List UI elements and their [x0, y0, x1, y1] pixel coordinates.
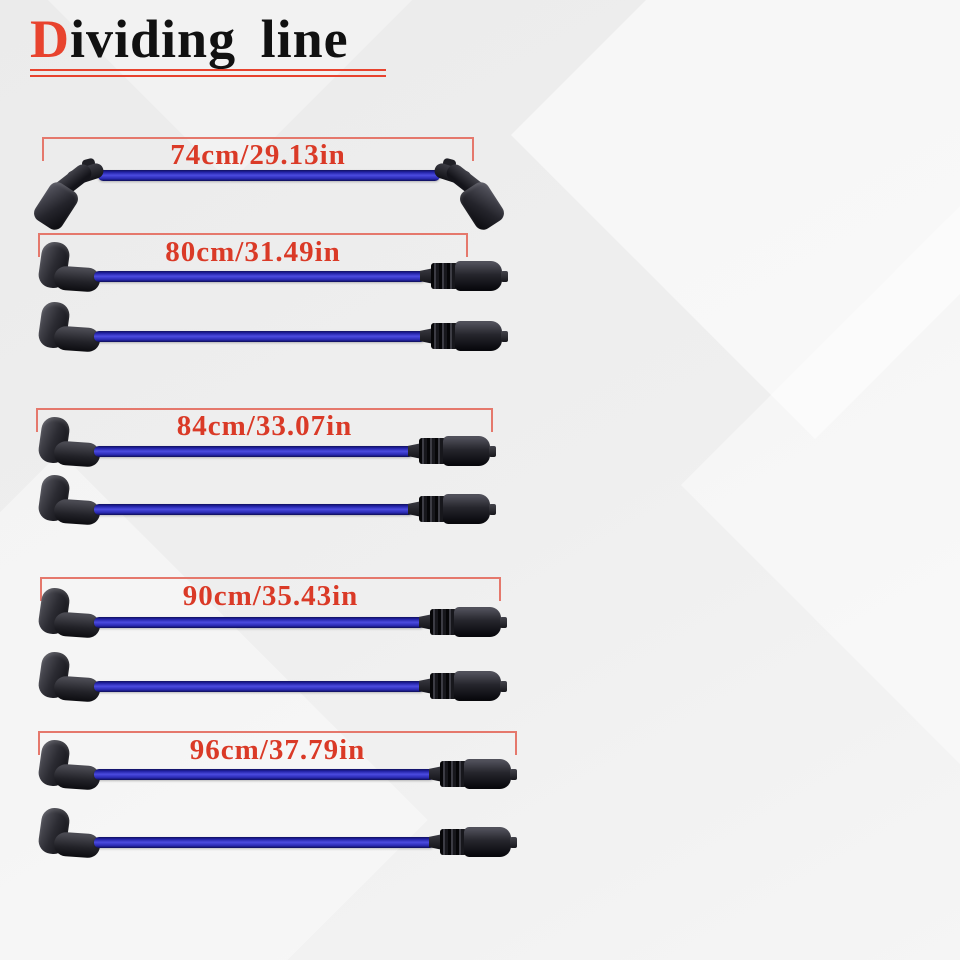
connector-taper: [420, 268, 434, 284]
connector-taper: [419, 614, 433, 630]
title-underline: [30, 69, 386, 77]
right-connector: [408, 435, 498, 467]
right-angled-boot: [420, 157, 508, 234]
wire-cable: [94, 331, 426, 342]
dimension-bracket-74cm: [42, 137, 474, 163]
dimension-bracket-80cm: [38, 233, 468, 259]
measurement-label-90cm: 90cm/35.43in: [182, 580, 359, 612]
connector-terminal: [489, 504, 496, 515]
wire-cable: [94, 837, 435, 848]
wire-cable: [94, 617, 425, 628]
connector-taper: [429, 834, 443, 850]
connector-terminal: [501, 331, 508, 342]
page-title: Dividing line: [30, 8, 349, 70]
wire-cable: [94, 769, 435, 780]
right-connector: [420, 260, 510, 292]
dimension-bracket-90cm: [40, 577, 501, 603]
dimension-bracket-84cm: [36, 408, 493, 434]
connector-taper: [429, 766, 443, 782]
measurement-label-84cm: 84cm/33.07in: [176, 410, 353, 442]
right-connector: [429, 826, 519, 858]
connector-body: [455, 261, 502, 291]
connector-taper: [420, 328, 434, 344]
connector-body: [464, 827, 511, 857]
wire-cable: [94, 504, 414, 515]
connector-ribs: [431, 263, 458, 289]
spark-plug-wire-96cm-1: [36, 738, 566, 796]
measurement-label-96cm: 96cm/37.79in: [189, 734, 366, 766]
connector-taper: [408, 443, 422, 459]
spark-plug-wire-84cm-1: [36, 415, 566, 473]
connector-body: [455, 321, 502, 351]
wire-cable: [94, 446, 414, 457]
spark-plug-wire-80cm-1: [36, 240, 566, 298]
wire-cable: [94, 681, 425, 692]
connector-ribs: [430, 673, 457, 699]
connector-ribs: [431, 323, 458, 349]
connector-terminal: [500, 681, 507, 692]
wire-cable: [98, 170, 440, 181]
connector-terminal: [500, 617, 507, 628]
spark-plug-wire-90cm-2: [36, 650, 566, 708]
measurement-label-74cm: 74cm/29.13in: [170, 139, 346, 171]
connector-taper: [408, 501, 422, 517]
connector-terminal: [489, 446, 496, 457]
measurement-label-80cm: 80cm/31.49in: [165, 236, 341, 268]
left-angled-boot: [30, 157, 118, 234]
right-connector: [420, 320, 510, 352]
connector-body: [443, 494, 490, 524]
connector-body: [454, 671, 501, 701]
right-connector: [419, 606, 509, 638]
connector-body: [443, 436, 490, 466]
right-connector: [419, 670, 509, 702]
right-connector: [429, 758, 519, 790]
spark-plug-wire-84cm-2: [36, 473, 566, 531]
spark-plug-wire-74cm: [30, 157, 508, 234]
spark-plug-wire-80cm-2: [36, 300, 566, 358]
spark-plug-wire-90cm-1: [36, 586, 566, 644]
connector-terminal: [501, 271, 508, 282]
connector-ribs: [440, 761, 467, 787]
connector-ribs: [419, 438, 446, 464]
connector-terminal: [510, 769, 517, 780]
dimension-bracket-96cm: [38, 731, 517, 757]
connector-body: [454, 607, 501, 637]
connector-body: [464, 759, 511, 789]
title-first-letter: D: [30, 9, 70, 69]
right-connector: [408, 493, 498, 525]
wire-cable: [94, 271, 426, 282]
connector-ribs: [419, 496, 446, 522]
connector-taper: [419, 678, 433, 694]
connector-ribs: [430, 609, 457, 635]
title-rest: ividing line: [70, 9, 349, 69]
connector-terminal: [510, 837, 517, 848]
connector-ribs: [440, 829, 467, 855]
spark-plug-wire-96cm-2: [36, 806, 566, 864]
